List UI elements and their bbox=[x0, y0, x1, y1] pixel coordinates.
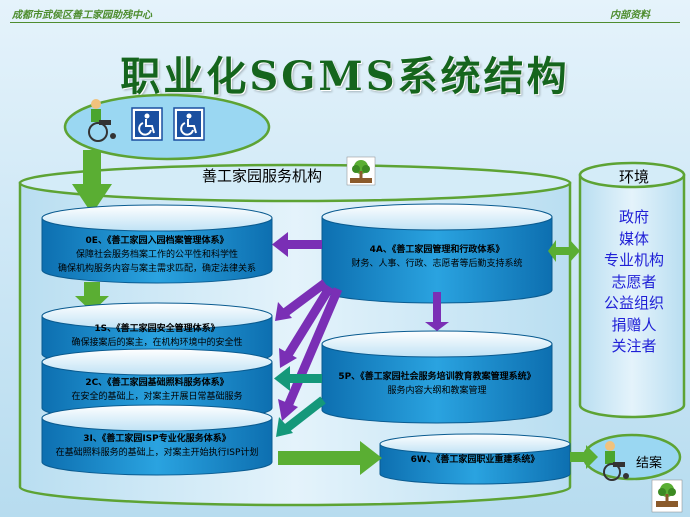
system-2c-title: 2C、《善工家园基础照料服务体系》 bbox=[85, 378, 229, 388]
environment-item: 捐赠人 bbox=[611, 315, 657, 334]
system-0e-title: 0E、《善工家园入园档案管理体系》 bbox=[85, 236, 229, 246]
system-5p-title: 5P、《善工家园社会服务培训教育教案管理系统》 bbox=[338, 372, 536, 382]
green-arrow-intake bbox=[72, 150, 112, 214]
wheelchair-person-icon bbox=[603, 441, 629, 481]
system-3i-title: 3I、《善工家园ISP专业化服务体系》 bbox=[83, 434, 231, 444]
system-5p-line: 服务内容大纲和教案管理 bbox=[387, 386, 487, 396]
system-3i-label: 3I、《善工家园ISP专业化服务体系》 在基础照料服务的基础上，对案主开始执行I… bbox=[44, 432, 270, 460]
green-arrow-6w-outcome bbox=[570, 445, 598, 469]
environment-item: 关注者 bbox=[611, 337, 657, 355]
cylinder-5p bbox=[321, 330, 553, 424]
system-0e-line: 保障社会服务档案工作的公平性和科学性 bbox=[75, 250, 238, 260]
system-1s-line: 确保接案后的案主，在机构环境中的安全性 bbox=[71, 338, 243, 348]
purple-arrow-4a-0e bbox=[272, 232, 322, 257]
environment-title: 环境 bbox=[618, 168, 649, 186]
system-0e-label: 0E、《善工家园入园档案管理体系》 保障社会服务档案工作的公平性和科学性 确保机… bbox=[44, 234, 270, 276]
outcome-label: 结案 bbox=[636, 456, 663, 471]
system-4a-line: 财务、人事、行政、志愿者等后勤支持系统 bbox=[351, 259, 523, 269]
header-org-name: 成都市武侯区善工家园助残中心 bbox=[12, 10, 152, 21]
cylinder-4a bbox=[321, 203, 553, 304]
corner-logo-icon bbox=[651, 479, 683, 513]
environment-item: 志愿者 bbox=[611, 272, 657, 291]
green-arrow-0e-1s bbox=[75, 282, 109, 312]
purple-arrow-4a-5p bbox=[425, 292, 449, 331]
teal-arrow-5p-3i bbox=[276, 396, 326, 437]
environment-item: 专业机构 bbox=[603, 251, 664, 269]
environment-item: 公益组织 bbox=[603, 294, 664, 312]
teal-arrows bbox=[274, 366, 326, 437]
system-1s-title: 1S、《善工家园安全管理体系》 bbox=[94, 324, 220, 334]
header-internal-note: 内部资料 bbox=[610, 10, 650, 21]
environment-list: 政府 媒体 专业机构 志愿者 公益组织 捐赠人 关注者 bbox=[586, 207, 682, 358]
system-2c-label: 2C、《善工家园基础照料服务体系》 在安全的基础上，对案主开展日常基础服务 bbox=[44, 376, 270, 404]
outcome-ellipse bbox=[582, 433, 682, 481]
environment-cylinder bbox=[578, 161, 686, 419]
environment-item: 媒体 bbox=[618, 229, 649, 248]
header-divider bbox=[10, 22, 680, 23]
cylinder-0e bbox=[41, 204, 273, 284]
organization-label: 善工家园服务机构 bbox=[202, 167, 323, 185]
teal-arrow-5p-2c bbox=[274, 366, 322, 391]
purple-arrow-4a-2c bbox=[279, 284, 334, 368]
cylinder-6w bbox=[379, 433, 571, 485]
system-0e-line: 确保机构服务内容与案主需求匹配，确定法律关系 bbox=[57, 264, 256, 274]
purple-arrows bbox=[272, 232, 449, 421]
cylinder-3i bbox=[41, 404, 273, 476]
purple-arrow-4a-1s bbox=[275, 279, 328, 321]
green-double-arrow-environment bbox=[548, 240, 580, 262]
wheelchair-accessibility-icon bbox=[131, 107, 163, 141]
system-4a-title: 4A、《善工家园管理和行政体系》 bbox=[369, 245, 505, 255]
system-5p-label: 5P、《善工家园社会服务培训教育教案管理系统》 服务内容大纲和教案管理 bbox=[324, 370, 550, 398]
green-arrow-3i-6w bbox=[278, 441, 382, 475]
system-6w-label: 6W、《善工家园职业重建系统》 bbox=[382, 453, 568, 467]
page-title: 职业化SGMS系统结构 bbox=[120, 53, 570, 100]
wheelchair-person-icon bbox=[88, 99, 116, 142]
environment-item: 政府 bbox=[618, 208, 649, 226]
system-2c-line: 在安全的基础上，对案主开展日常基础服务 bbox=[71, 392, 243, 402]
org-logo-icon bbox=[346, 156, 376, 186]
system-6w-title: 6W、《善工家园职业重建系统》 bbox=[410, 455, 540, 465]
system-4a-label: 4A、《善工家园管理和行政体系》 财务、人事、行政、志愿者等后勤支持系统 bbox=[324, 243, 550, 271]
system-3i-line: 在基础照料服务的基础上，对案主开始执行ISP计划 bbox=[55, 448, 259, 458]
purple-arrow-4a-3i bbox=[278, 287, 343, 421]
system-1s-label: 1S、《善工家园安全管理体系》 确保接案后的案主，在机构环境中的安全性 bbox=[44, 322, 270, 350]
intake-ellipse bbox=[63, 93, 271, 161]
wheelchair-accessibility-icon bbox=[173, 107, 205, 141]
